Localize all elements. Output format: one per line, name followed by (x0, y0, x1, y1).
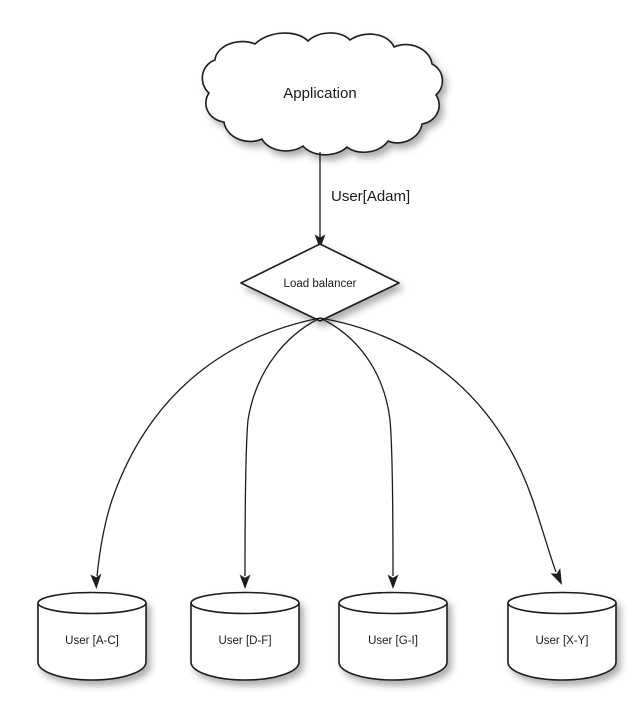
node-database-2[interactable]: User [D-F] (190, 591, 300, 681)
edge-application-to-balancer-label: User[Adam] (331, 188, 410, 205)
node-database-3[interactable]: User [G-I] (338, 591, 448, 681)
arrow-head-icon (387, 574, 399, 589)
cylinder-body-1 (37, 602, 147, 681)
node-load-balancer[interactable]: Load balancer (240, 243, 400, 322)
cylinder-top-4 (507, 591, 617, 615)
cylinder-top-1 (37, 591, 147, 615)
edge-balancer-to-db-4-line (319, 317, 557, 573)
node-database-1[interactable]: User [A-C] (37, 591, 147, 681)
edge-balancer-to-db-1[interactable] (90, 317, 321, 589)
arrow-head-icon (314, 234, 326, 249)
node-application[interactable]: Application (201, 32, 444, 156)
edge-balancer-to-db-2-line (244, 317, 321, 577)
edge-balancer-to-db-2[interactable] (239, 317, 321, 589)
edge-balancer-to-db-3[interactable] (319, 317, 399, 589)
edge-application-to-balancer[interactable]: User[Adam] (314, 152, 411, 249)
database-3-label: User [G-I] (368, 635, 418, 647)
cloud-shape (201, 32, 444, 156)
cylinder-body-3 (338, 602, 448, 681)
cylinder-body-4 (507, 602, 617, 681)
edge-balancer-to-db-3-line (319, 317, 394, 577)
database-1-label: User [A-C] (65, 635, 119, 647)
application-label: Application (283, 85, 356, 102)
arrow-head-icon (239, 574, 251, 589)
diamond-shape (240, 243, 400, 322)
cylinder-top-2 (190, 591, 300, 615)
cylinder-body-2 (190, 602, 300, 681)
cylinder-top-3 (338, 591, 448, 615)
arrow-head-icon (550, 568, 562, 585)
node-database-4[interactable]: User [X-Y] (507, 591, 617, 681)
database-2-label: User [D-F] (218, 635, 271, 647)
database-4-label: User [X-Y] (535, 635, 588, 647)
arrow-head-icon (90, 573, 102, 589)
load-balancer-label: Load balancer (284, 278, 357, 290)
edge-balancer-to-db-1-line (96, 317, 321, 577)
edge-balancer-to-db-4[interactable] (319, 317, 562, 585)
